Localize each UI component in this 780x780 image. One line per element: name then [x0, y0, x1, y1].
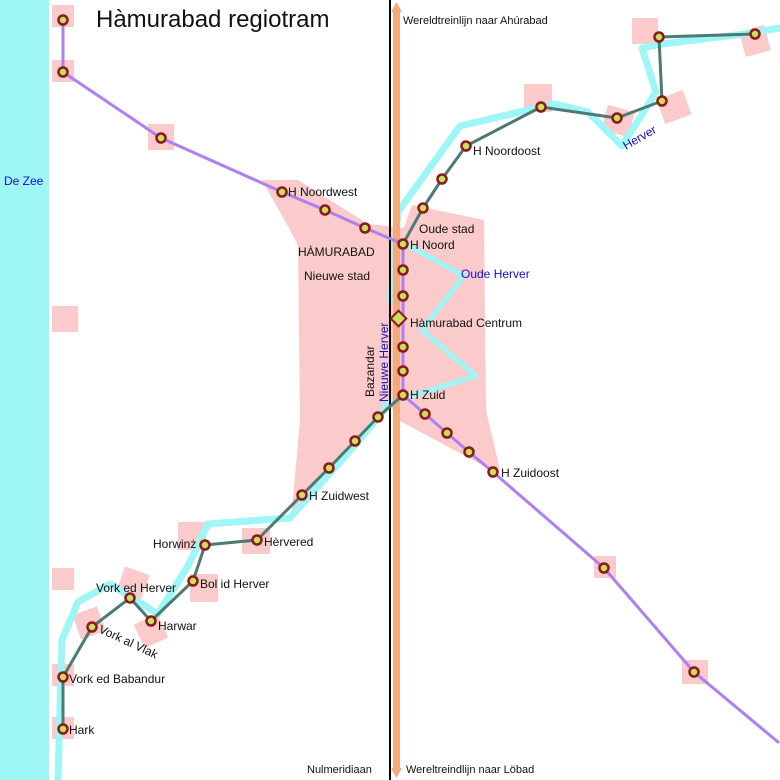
- station-marker-hervered[interactable]: [251, 534, 263, 546]
- station-marker[interactable]: [155, 132, 167, 144]
- station-label-h-zuidoost: H Zuidoost: [501, 466, 560, 480]
- station-label-hervered: Hèrvered: [264, 535, 313, 549]
- rail-label-north: Wereldtreinlijn naar Ahúrabad: [403, 15, 548, 27]
- sea: [0, 0, 49, 780]
- station-marker[interactable]: [397, 264, 409, 276]
- rivers: [54, 24, 780, 780]
- tram-line-teal-north: [401, 32, 757, 246]
- stations: [57, 14, 761, 735]
- station-label-h-noordwest: H Noordwest: [288, 185, 358, 199]
- station-marker[interactable]: [372, 411, 384, 423]
- station-marker[interactable]: [535, 101, 547, 113]
- station-marker-h-zuidwest[interactable]: [296, 489, 308, 501]
- station-marker[interactable]: [397, 341, 409, 353]
- station-marker-vork-al-vlak[interactable]: [86, 621, 98, 633]
- station-label-h-noord: H Noord: [410, 238, 455, 252]
- map-title: Hàmurabad regiotram: [96, 6, 329, 33]
- station-label-horwinz: Horwinż: [153, 537, 196, 551]
- station-marker[interactable]: [349, 435, 361, 447]
- station-marker[interactable]: [319, 204, 331, 216]
- sea-label: De Zee: [4, 174, 44, 188]
- station-marker[interactable]: [436, 173, 448, 185]
- station-marker-vork-ed-herver[interactable]: [124, 592, 136, 604]
- station-label-hark: Hark: [69, 723, 95, 737]
- meridian-label: Nulmeridiaan: [307, 764, 372, 776]
- rail-arrow-south-icon: [391, 768, 402, 778]
- station-marker-h-zuidoost[interactable]: [487, 466, 499, 478]
- urban-square: [52, 568, 74, 590]
- river-label-nieuwe-herver: Nieuwe Herver: [377, 323, 391, 402]
- station-marker[interactable]: [653, 31, 665, 43]
- station-label-bol-id-herver: Bol id Herver: [200, 577, 269, 591]
- station-marker[interactable]: [688, 666, 700, 678]
- central-station-icon[interactable]: [389, 309, 408, 328]
- district-label-oude-stad: Oude stad: [419, 222, 474, 236]
- river-oude-herver: [395, 237, 479, 403]
- world-rail-line: [391, 2, 402, 778]
- station-label-h-zuidwest: H Zuidwest: [309, 489, 370, 503]
- station-marker[interactable]: [656, 95, 668, 107]
- urban-square: [52, 306, 78, 332]
- station-marker[interactable]: [419, 408, 431, 420]
- urban-square: [632, 18, 658, 44]
- station-marker-h-noordwest[interactable]: [276, 186, 288, 198]
- station-label-vork-ed-herver: Vork ed Herver: [96, 581, 176, 595]
- station-marker[interactable]: [323, 462, 335, 474]
- rail-arrow-north-icon: [391, 2, 402, 12]
- world-rail-track: [393, 10, 400, 770]
- station-marker-h-noord[interactable]: [397, 238, 409, 250]
- station-marker-hark[interactable]: [57, 723, 69, 735]
- station-marker-harwar[interactable]: [145, 615, 157, 627]
- station-marker[interactable]: [749, 28, 761, 40]
- station-marker[interactable]: [397, 290, 409, 302]
- river-label-oude-herver: Oude Herver: [461, 267, 530, 281]
- rail-label-south: Wereltreindlijn naar Löbad: [406, 764, 534, 776]
- city-label: HÀMURABAD: [298, 244, 375, 259]
- district-label-bazandar: Bazandar: [363, 346, 377, 397]
- district-label-nieuwe-stad: Nieuwe stad: [304, 269, 370, 283]
- station-marker-h-noordoost[interactable]: [460, 140, 472, 152]
- station-marker-vork-ed-babandur[interactable]: [57, 671, 69, 683]
- urban-square: [133, 613, 169, 649]
- station-marker[interactable]: [57, 14, 69, 26]
- station-label-hamurabad-centrum: Hàmurabad Centrum: [410, 316, 522, 330]
- station-label-vork-ed-babandur: Vork ed Babandur: [69, 672, 165, 686]
- station-marker[interactable]: [441, 427, 453, 439]
- station-marker-bol-id-herver[interactable]: [187, 575, 199, 587]
- station-marker[interactable]: [611, 112, 623, 124]
- station-marker[interactable]: [463, 446, 475, 458]
- river-herver: [386, 24, 780, 304]
- station-label-harwar: Harwar: [158, 619, 197, 633]
- station-label-h-noordoost: H Noordoost: [473, 144, 541, 158]
- station-marker[interactable]: [397, 365, 409, 377]
- station-marker-horwinz[interactable]: [199, 539, 211, 551]
- station-marker[interactable]: [417, 202, 429, 214]
- station-label-h-zuid: H Zuid: [410, 388, 445, 402]
- station-marker[interactable]: [359, 222, 371, 234]
- station-marker-h-zuid[interactable]: [397, 389, 409, 401]
- river-herver-south: [54, 396, 396, 780]
- station-marker[interactable]: [57, 66, 69, 78]
- station-marker[interactable]: [598, 562, 610, 574]
